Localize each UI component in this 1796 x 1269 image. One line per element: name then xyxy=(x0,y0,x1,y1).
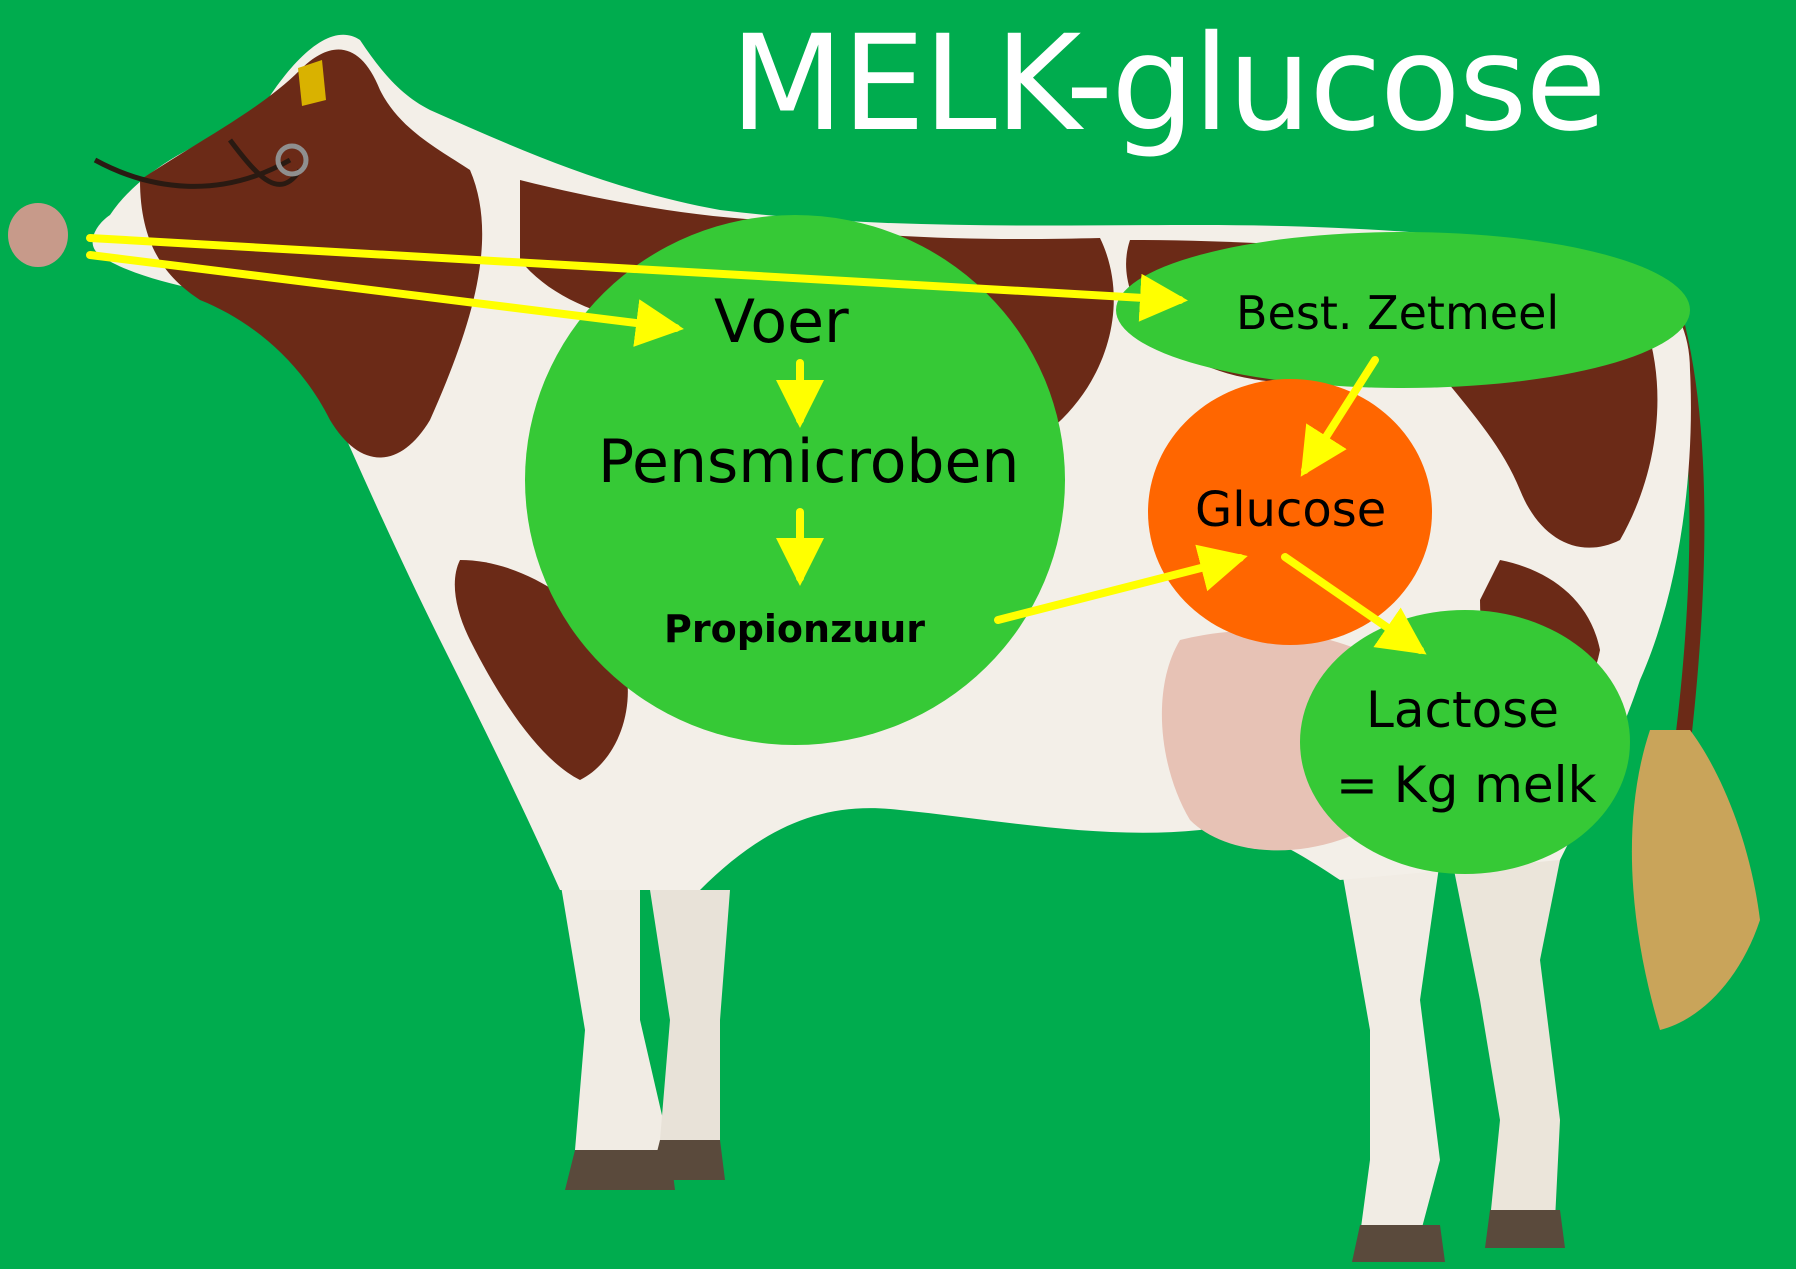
node-best-zetmeel: Best. Zetmeel xyxy=(1236,290,1559,336)
node-lactose-line1: Lactose xyxy=(1366,685,1559,735)
hoof xyxy=(1485,1210,1565,1248)
diagram-title: MELK-glucose xyxy=(730,18,1605,150)
node-lactose-line2: = Kg melk xyxy=(1336,760,1597,810)
node-voer: Voer xyxy=(714,292,849,352)
tail-switch xyxy=(1632,730,1760,1030)
hoof xyxy=(1352,1225,1445,1262)
hind-left-leg xyxy=(1340,860,1440,1235)
node-glucose: Glucose xyxy=(1195,486,1386,534)
lactose-bubble xyxy=(1300,610,1630,874)
hoof xyxy=(650,1140,725,1180)
front-left-leg xyxy=(560,880,670,1175)
front-right-leg xyxy=(650,890,730,1170)
node-propionzuur: Propionzuur xyxy=(664,610,925,648)
cow-nose xyxy=(8,203,68,267)
node-pensmicroben: Pensmicroben xyxy=(598,432,1019,492)
hind-right-leg xyxy=(1450,850,1560,1220)
ear-tag xyxy=(298,60,326,106)
